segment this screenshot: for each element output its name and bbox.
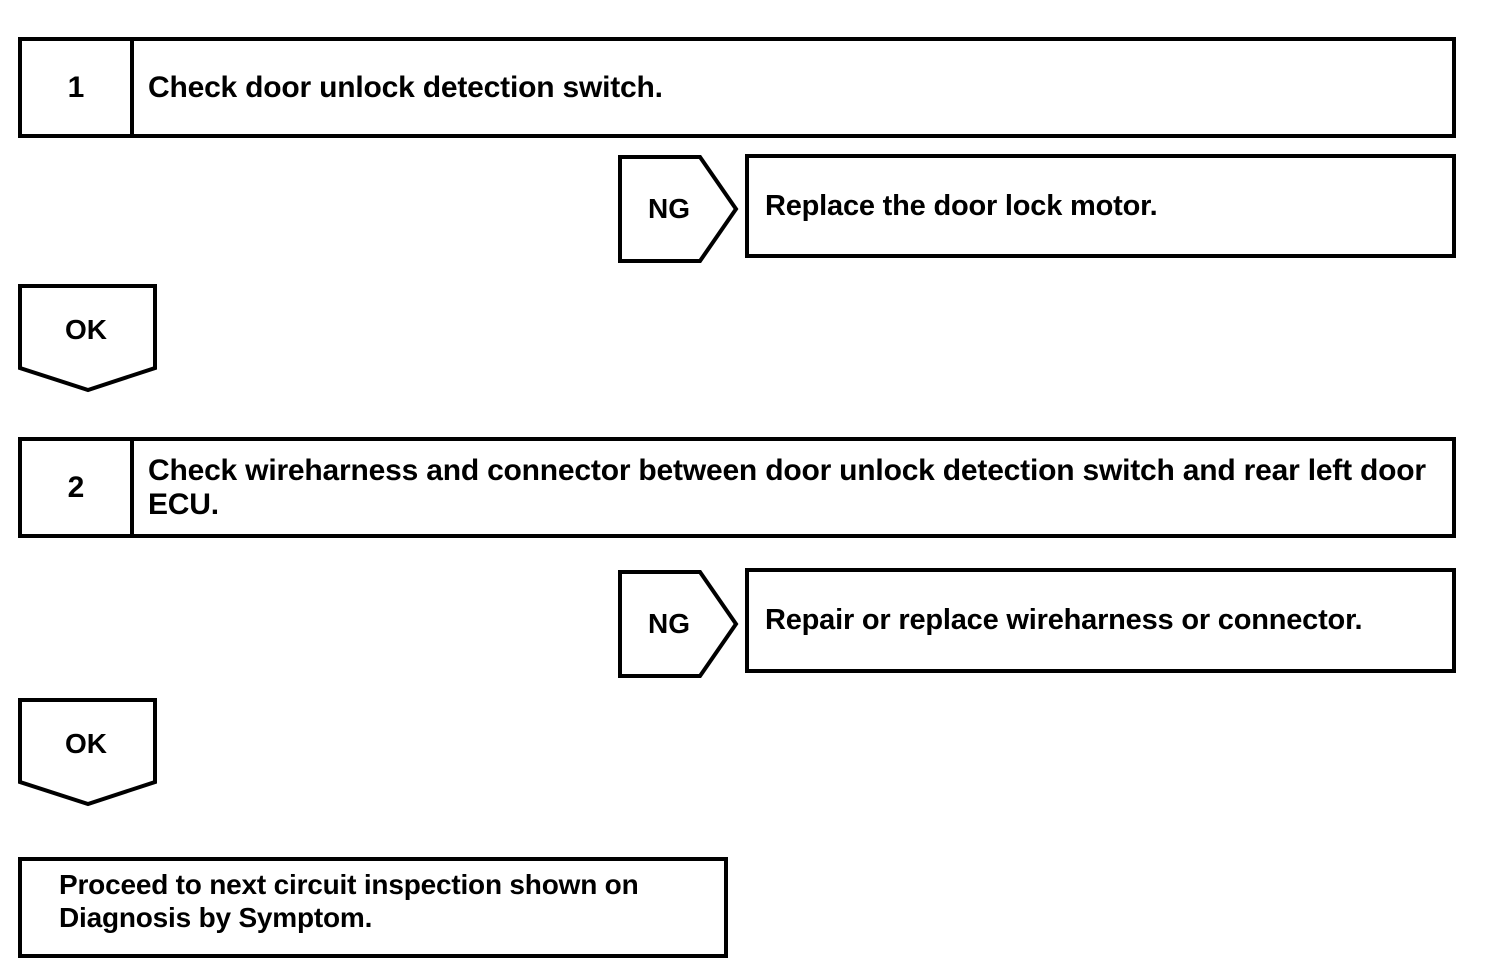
connector-ok-label-2: OK (65, 728, 107, 759)
connector-ng-2: NG (618, 570, 739, 678)
step-box-1[interactable]: 1 Check door unlock detection switch. (18, 37, 1456, 138)
step-number-cell-1: 1 (22, 41, 134, 134)
result-box-ng-1[interactable]: Replace the door lock motor. (745, 154, 1456, 258)
step-number-1: 1 (67, 70, 85, 104)
connector-ng-label-1: NG (648, 193, 690, 224)
step-text-cell-1: Check door unlock detection switch. (134, 41, 1452, 134)
connector-ok-1: OK (18, 284, 158, 394)
connector-ng-label-2: NG (648, 608, 690, 639)
result-box-ng-2[interactable]: Repair or replace wireharness or connect… (745, 568, 1456, 673)
connector-ng-1: NG (618, 155, 739, 263)
terminal-text: Proceed to next circuit inspection shown… (59, 869, 639, 934)
result-text-ng-1: Replace the door lock motor. (765, 189, 1158, 222)
step-number-2: 2 (67, 470, 85, 504)
ng-pentagon-arrow-icon-1 (618, 155, 739, 263)
step-box-2[interactable]: 2 Check wireharness and connector betwee… (18, 437, 1456, 538)
connector-ok-2: OK (18, 698, 158, 808)
ok-pentagon-arrow-icon-2 (18, 698, 157, 807)
terminal-box[interactable]: Proceed to next circuit inspection shown… (18, 857, 728, 958)
step-number-cell-2: 2 (22, 441, 134, 534)
result-text-ng-2: Repair or replace wireharness or connect… (765, 604, 1363, 637)
step-text-cell-2: Check wireharness and connector between … (134, 441, 1452, 534)
ng-pentagon-arrow-icon-2 (618, 570, 739, 678)
ok-pentagon-arrow-icon-1 (18, 284, 157, 393)
step-text-2: Check wireharness and connector between … (148, 453, 1426, 521)
connector-ok-label-1: OK (65, 314, 107, 345)
step-text-1: Check door unlock detection switch. (148, 70, 663, 104)
